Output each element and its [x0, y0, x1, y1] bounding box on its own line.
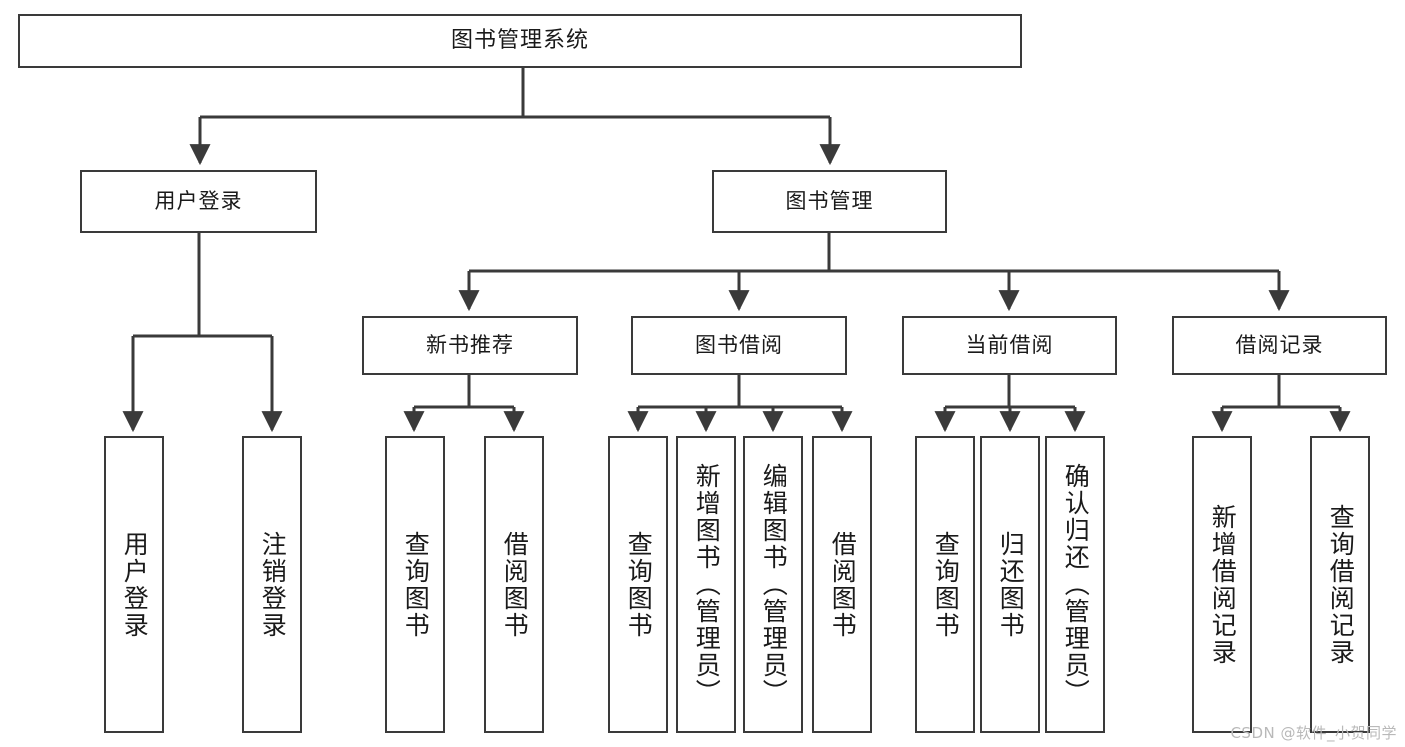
- node-root-book-management-system[interactable]: 图书管理系统: [18, 14, 1022, 68]
- leaf-confirm-return-admin[interactable]: 确认归还（管理员）: [1045, 436, 1105, 733]
- node-label: 借阅记录: [1235, 333, 1324, 357]
- leaf-user-login[interactable]: 用户登录: [104, 436, 164, 733]
- leaf-query-book-borrow[interactable]: 查询图书: [608, 436, 668, 733]
- node-label: 用户登录: [154, 189, 243, 213]
- leaf-label: 新增借阅记录: [1208, 503, 1238, 666]
- node-label: 当前借阅: [965, 333, 1054, 357]
- leaf-label: 编辑图书（管理员）: [759, 463, 789, 706]
- leaf-label: 借阅图书: [828, 530, 858, 639]
- leaf-label: 用户登录: [120, 530, 150, 639]
- leaf-edit-book-admin[interactable]: 编辑图书（管理员）: [743, 436, 803, 733]
- node-user-login[interactable]: 用户登录: [80, 170, 317, 233]
- node-borrow-record[interactable]: 借阅记录: [1172, 316, 1387, 375]
- leaf-query-book-current[interactable]: 查询图书: [915, 436, 975, 733]
- leaf-label: 查询图书: [624, 530, 654, 639]
- node-label: 图书管理系统: [450, 28, 589, 53]
- leaf-label: 查询图书: [401, 530, 431, 639]
- leaf-label: 确认归还（管理员）: [1061, 463, 1091, 706]
- leaf-label: 新增图书（管理员）: [692, 463, 722, 706]
- leaf-return-book[interactable]: 归还图书: [980, 436, 1040, 733]
- node-label: 图书管理: [785, 189, 874, 213]
- leaf-borrow-book-recommendation[interactable]: 借阅图书: [484, 436, 544, 733]
- leaf-add-borrow-record[interactable]: 新增借阅记录: [1192, 436, 1252, 733]
- leaf-logout[interactable]: 注销登录: [242, 436, 302, 733]
- node-book-management[interactable]: 图书管理: [712, 170, 947, 233]
- node-current-borrow[interactable]: 当前借阅: [902, 316, 1117, 375]
- leaf-query-borrow-record[interactable]: 查询借阅记录: [1310, 436, 1370, 733]
- leaf-add-book-admin[interactable]: 新增图书（管理员）: [676, 436, 736, 733]
- leaf-label: 查询图书: [931, 530, 961, 639]
- node-new-book-recommendation[interactable]: 新书推荐: [362, 316, 578, 375]
- node-book-borrow[interactable]: 图书借阅: [631, 316, 847, 375]
- leaf-borrow-book[interactable]: 借阅图书: [812, 436, 872, 733]
- leaf-label: 归还图书: [996, 530, 1026, 639]
- leaf-label: 注销登录: [258, 530, 288, 639]
- leaf-query-book-recommendation[interactable]: 查询图书: [385, 436, 445, 733]
- leaf-label: 查询借阅记录: [1326, 503, 1356, 666]
- node-label: 图书借阅: [695, 333, 783, 357]
- node-label: 新书推荐: [426, 333, 514, 357]
- leaf-label: 借阅图书: [500, 530, 530, 639]
